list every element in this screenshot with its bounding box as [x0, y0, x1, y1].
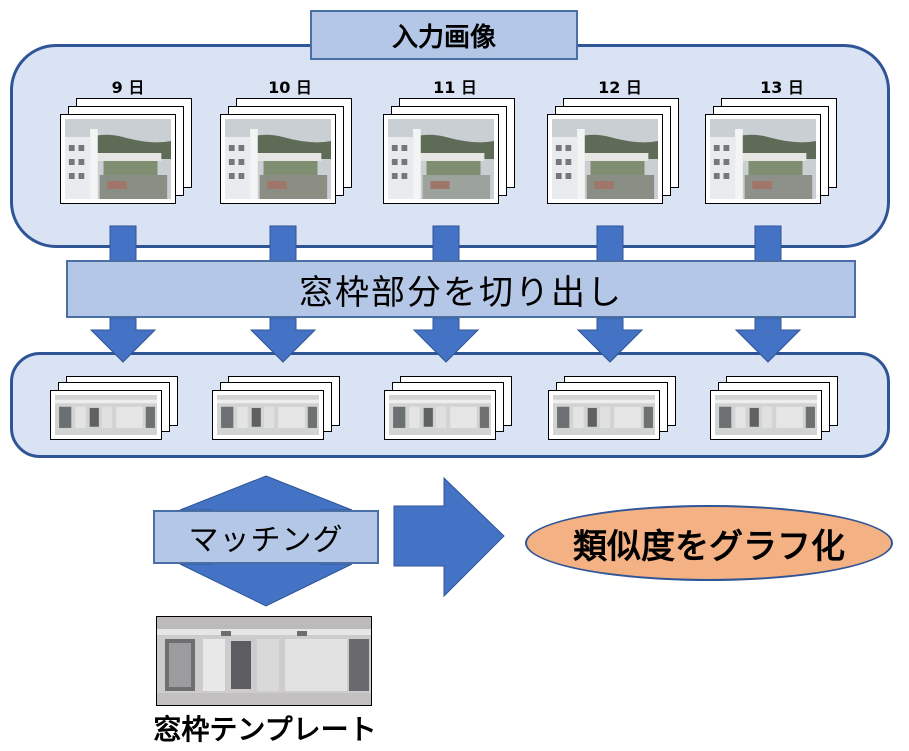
- photo-stack-day-10: [220, 96, 352, 212]
- window-strip-stack-2: [212, 374, 348, 440]
- window-template-label: 窓枠テンプレート: [153, 713, 377, 746]
- photo-card: [547, 114, 663, 204]
- photo-stack-day-11: [383, 96, 515, 212]
- window-strip-card: [384, 390, 496, 440]
- photo-stack-day-9: [60, 96, 192, 212]
- window-strip-stack-4: [548, 374, 684, 440]
- cut-window-step: 窓枠部分を切り出し: [66, 260, 856, 318]
- window-strip-card: [50, 390, 162, 440]
- photo-stack-day-12: [547, 96, 679, 212]
- window-strip-card: [548, 390, 660, 440]
- day-label-13: 13 日: [760, 78, 804, 97]
- window-strip-stack-3: [384, 374, 520, 440]
- window-template-image: [156, 616, 372, 706]
- similarity-graph-result: 類似度をグラフ化: [525, 505, 893, 581]
- day-label-12: 12 日: [598, 78, 642, 97]
- day-label-11: 11 日: [433, 78, 477, 97]
- matching-step: マッチング: [153, 510, 379, 564]
- window-strip-stack-1: [50, 374, 186, 440]
- photo-card: [705, 114, 821, 204]
- photo-card: [60, 114, 176, 204]
- photo-stack-day-13: [705, 96, 837, 212]
- window-strip-card: [212, 390, 324, 440]
- window-strip-stack-5: [710, 374, 846, 440]
- right-arrow-icon: [393, 476, 505, 598]
- day-label-10: 10 日: [268, 78, 312, 97]
- input-images-title: 入力画像: [310, 10, 578, 60]
- photo-card: [220, 114, 336, 204]
- photo-card: [383, 114, 499, 204]
- day-label-9: 9 日: [111, 78, 145, 97]
- window-strip-card: [710, 390, 822, 440]
